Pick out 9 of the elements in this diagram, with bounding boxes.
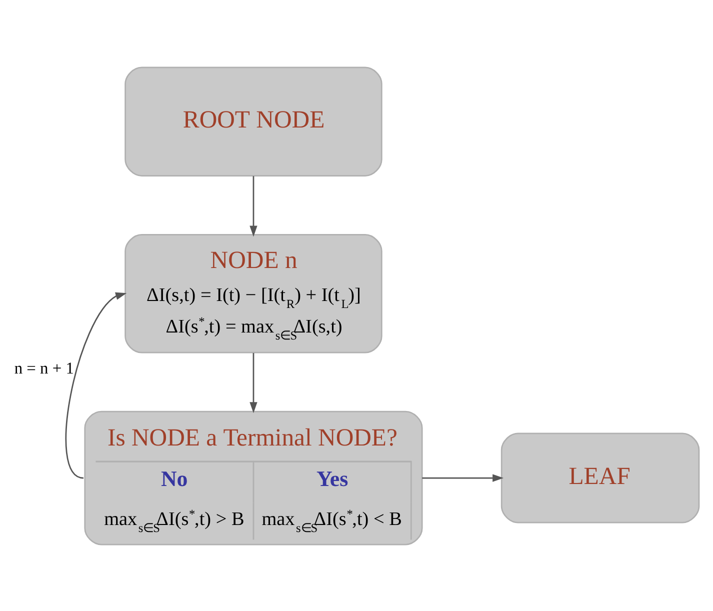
arrow	[65, 292, 127, 478]
arrow	[250, 176, 258, 236]
node-box: ROOT NODE	[124, 66, 382, 176]
node-box: NODE n ΔI(s,t) = I(t) − [I(t$_{R}$) + I(t$_{L}$)] ΔI(s$^{*}$,t) = max$_{s∈S}$ΔI(s,t)	[124, 234, 382, 353]
edge-label: n = n + 1	[14, 358, 74, 378]
node-box: LEAF	[500, 432, 700, 523]
node-box: Is NODE a Terminal NODE? No Yes max$_{s∈S}$ΔI(s$^{*}$,t) > B max$_{s∈S}$ΔI(s$^{*}$,t) < B	[84, 410, 423, 545]
arrow	[422, 474, 504, 482]
arrow	[250, 352, 258, 413]
